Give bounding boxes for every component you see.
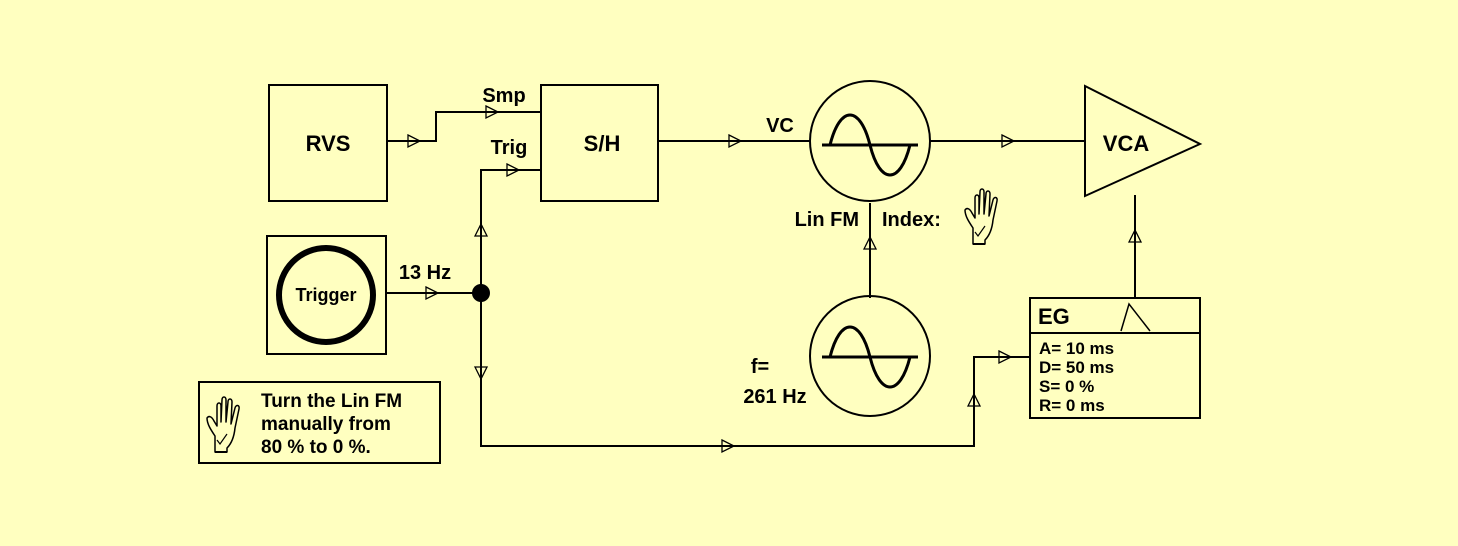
trigger-label: Trigger (295, 285, 356, 305)
instruction-note: Turn the Lin FM manually from 80 % to 0 … (198, 381, 441, 464)
sine-wave-icon (828, 325, 912, 389)
note-line-3: 80 % to 0 %. (261, 437, 371, 458)
mod-oscillator-circle (809, 295, 931, 417)
envelope-box (1029, 297, 1201, 419)
eg-sustain: S= 0 % (1039, 377, 1094, 396)
note-box (198, 381, 441, 464)
hand-icon[interactable] (964, 188, 999, 245)
envelope-shape-icon (1120, 302, 1151, 332)
trigger-button-icon[interactable] (276, 245, 376, 345)
trigger-block[interactable]: Trigger 13 Hz (266, 235, 451, 355)
note-line-2: manually from (261, 414, 391, 435)
eg-decay: D= 50 ms (1039, 358, 1114, 377)
smp-input-label: Smp (482, 85, 525, 107)
main-oscillator[interactable]: VC Lin FM Index: (766, 80, 999, 245)
freq-value: 261 Hz (743, 386, 806, 408)
eg-attack: A= 10 ms (1039, 339, 1114, 358)
sample-hold-label: S/H (584, 131, 621, 156)
trigger-box (266, 235, 387, 355)
vca-label: VCA (1103, 131, 1150, 156)
vc-input-label: VC (766, 115, 794, 137)
junction-dot (472, 284, 490, 302)
note-line-1: Turn the Lin FM (261, 391, 402, 412)
eg-release: R= 0 ms (1039, 396, 1105, 415)
vca-triangle (1084, 84, 1203, 198)
freq-label: f= (751, 356, 769, 378)
sample-hold-box (540, 84, 659, 202)
oscillator-circle (809, 80, 931, 202)
hand-icon (206, 396, 241, 453)
wires (386, 111, 1136, 447)
vca-block[interactable]: VCA (1084, 84, 1203, 198)
mod-oscillator[interactable]: f= 261 Hz (743, 295, 931, 417)
rvs-block[interactable]: RVS (268, 84, 388, 202)
index-label: Index: (882, 209, 941, 231)
sine-wave-icon (828, 113, 912, 177)
sample-hold-block[interactable]: S/H Smp Trig (482, 84, 659, 202)
envelope-block[interactable]: EG A= 10 ms D= 50 ms S= 0 % R= 0 ms (1029, 297, 1201, 419)
rvs-label: RVS (306, 131, 351, 156)
trig-input-label: Trig (491, 137, 528, 159)
envelope-label: EG (1038, 304, 1070, 329)
trigger-rate: 13 Hz (399, 262, 451, 284)
lin-fm-label: Lin FM (795, 209, 859, 231)
rvs-box (268, 84, 388, 202)
